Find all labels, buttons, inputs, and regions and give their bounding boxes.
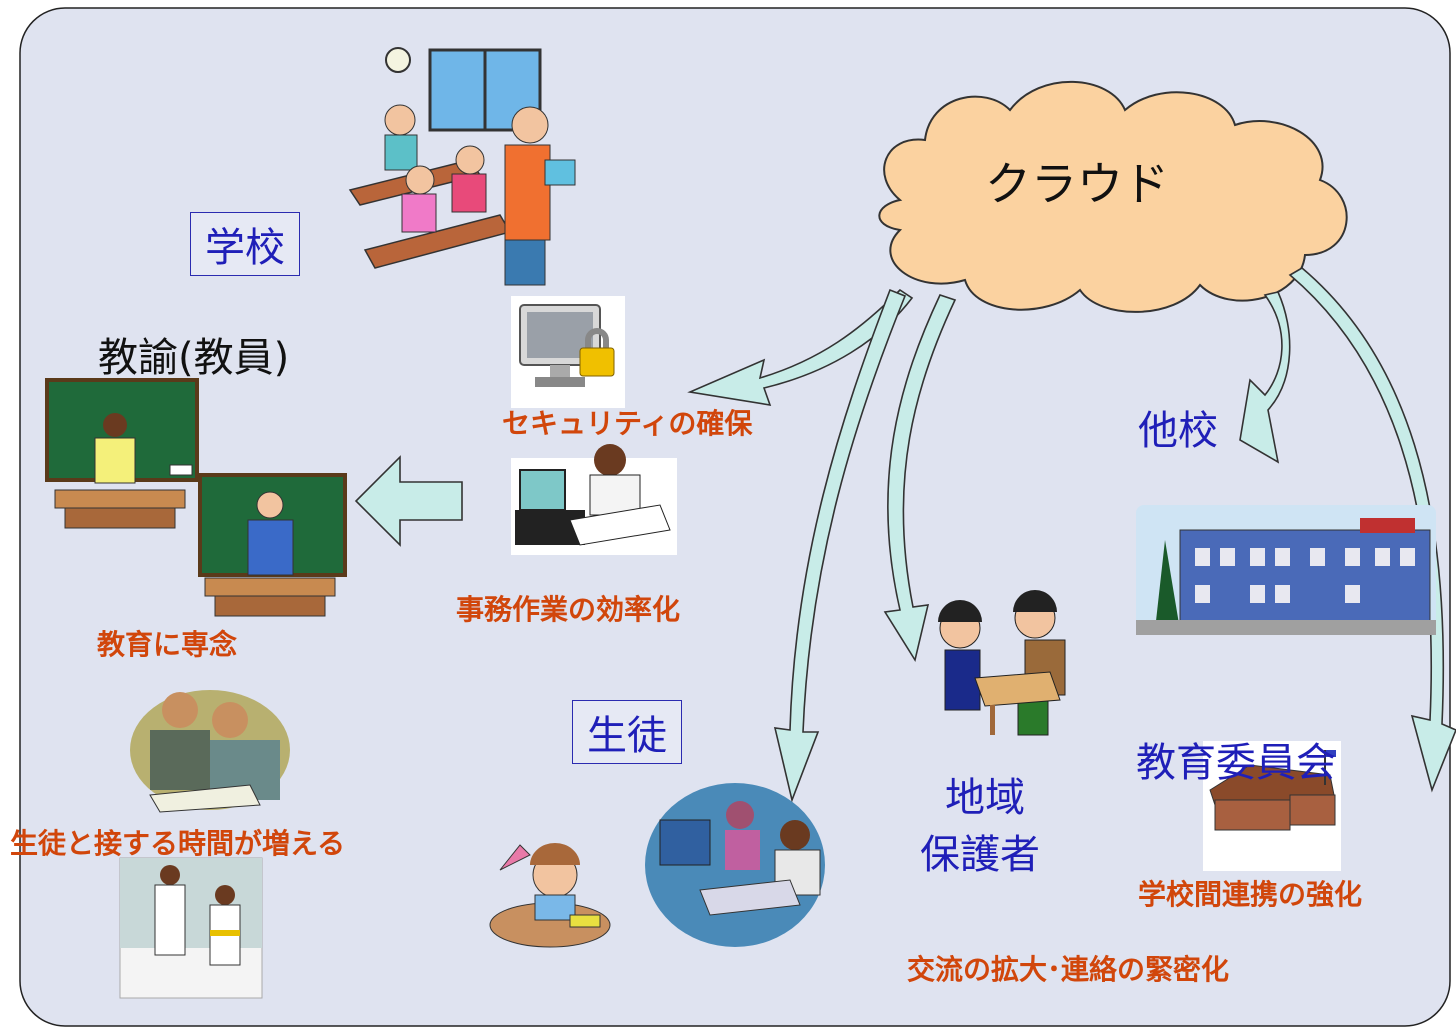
teacher-label: 教諭(教員) <box>98 335 290 381</box>
school-label: 学校 <box>190 212 300 276</box>
board-building-illustration <box>1203 741 1341 871</box>
community-label: 地域 <box>945 775 1025 821</box>
cloud-label: クラウド <box>985 157 1169 211</box>
student-desk-illustration <box>489 843 611 948</box>
guardian-label: 保護者 <box>920 832 1040 878</box>
teacher-chalkboard-illustration <box>45 378 199 529</box>
left-arrow <box>354 455 463 547</box>
students-computers-illustration <box>645 783 825 947</box>
teacher-speaking-illustration <box>198 473 347 617</box>
board-building-overlay <box>1203 741 1341 871</box>
education-focus-label: 教育に専念 <box>97 628 238 661</box>
student-label: 生徒 <box>572 700 682 764</box>
classroom-illustration <box>348 47 576 286</box>
exchange-label: 交流の拡大･連絡の緊密化 <box>907 953 1230 986</box>
judo-illustration <box>119 857 263 999</box>
community-meeting-illustration <box>938 590 1066 736</box>
security-monitor-illustration <box>511 296 625 408</box>
school-link-label: 学校間連携の強化 <box>1138 878 1363 911</box>
other-school-label: 他校 <box>1138 408 1218 454</box>
school-building-illustration <box>1136 505 1436 635</box>
board-label: 教育委員会 <box>1136 740 1336 786</box>
security-label: セキュリティの確保 <box>502 407 753 440</box>
student-time-label: 生徒と接する時間が増える <box>10 827 346 860</box>
cloud-shape <box>878 80 1348 313</box>
office-work-label: 事務作業の効率化 <box>456 593 681 626</box>
office-worker-illustration <box>511 444 677 555</box>
teachers-studying-illustration <box>130 690 290 813</box>
